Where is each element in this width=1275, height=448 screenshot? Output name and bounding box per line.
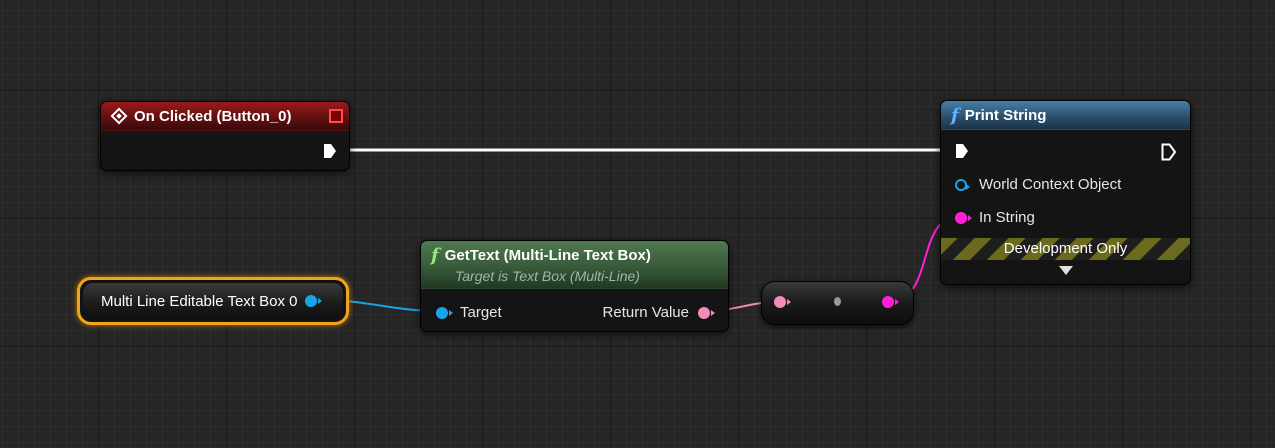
conversion-output-pin[interactable] [882,296,899,308]
exec-output-pin-hollow[interactable] [1161,143,1177,161]
variable-label: Multi Line Editable Text Box 0 [101,292,298,310]
red-square-icon [329,109,343,123]
return-value-pin[interactable] [698,306,715,319]
variable-output-pin[interactable] [304,295,322,307]
function-icon: f [951,104,959,126]
in-string-pin-row[interactable]: In String [955,209,1035,226]
target-pin[interactable] [436,306,453,319]
development-only-label: Development Only [1003,240,1128,257]
in-string-label: In String [979,209,1035,226]
conversion-input-pin[interactable] [774,296,791,308]
development-only-banner: Development Only [941,238,1190,260]
print-node-header[interactable]: f Print String [941,101,1190,130]
gettext-node[interactable]: f GetText (Multi-Line Text Box) Target i… [420,240,729,332]
event-diamond-icon [110,107,128,125]
on-clicked-event-node[interactable]: On Clicked (Button_0) [100,101,350,171]
conversion-dot-icon [834,297,841,306]
exec-output-pin[interactable] [323,143,337,159]
gettext-node-header[interactable]: f GetText (Multi-Line Text Box) Target i… [421,241,728,289]
world-context-pin-row[interactable]: World Context Object [955,176,1121,193]
print-string-node[interactable]: f Print String World Context Object In S… [940,100,1191,285]
return-value-pin-row[interactable]: Return Value [602,304,715,321]
return-value-label: Return Value [602,304,689,321]
text-to-string-conversion-node[interactable] [761,281,914,325]
event-node-title: On Clicked (Button_0) [134,107,292,125]
print-node-title: Print String [964,106,1047,124]
gettext-node-subtitle: Target is Text Box (Multi-Line) [455,268,640,284]
event-node-header[interactable]: On Clicked (Button_0) [101,102,349,131]
world-context-pin[interactable] [955,178,970,191]
expand-arrow-icon[interactable] [1058,266,1073,275]
multiline-textbox-variable-node[interactable]: Multi Line Editable Text Box 0 [77,277,349,325]
gettext-node-title: GetText (Multi-Line Text Box) [444,247,651,264]
target-pin-row[interactable]: Target [436,304,502,321]
function-icon: f [431,245,439,266]
variable-node-body[interactable]: Multi Line Editable Text Box 0 [83,283,343,319]
world-context-label: World Context Object [979,176,1122,193]
exec-input-pin[interactable] [955,143,969,159]
target-label: Target [460,304,502,321]
in-string-pin[interactable] [955,211,972,224]
